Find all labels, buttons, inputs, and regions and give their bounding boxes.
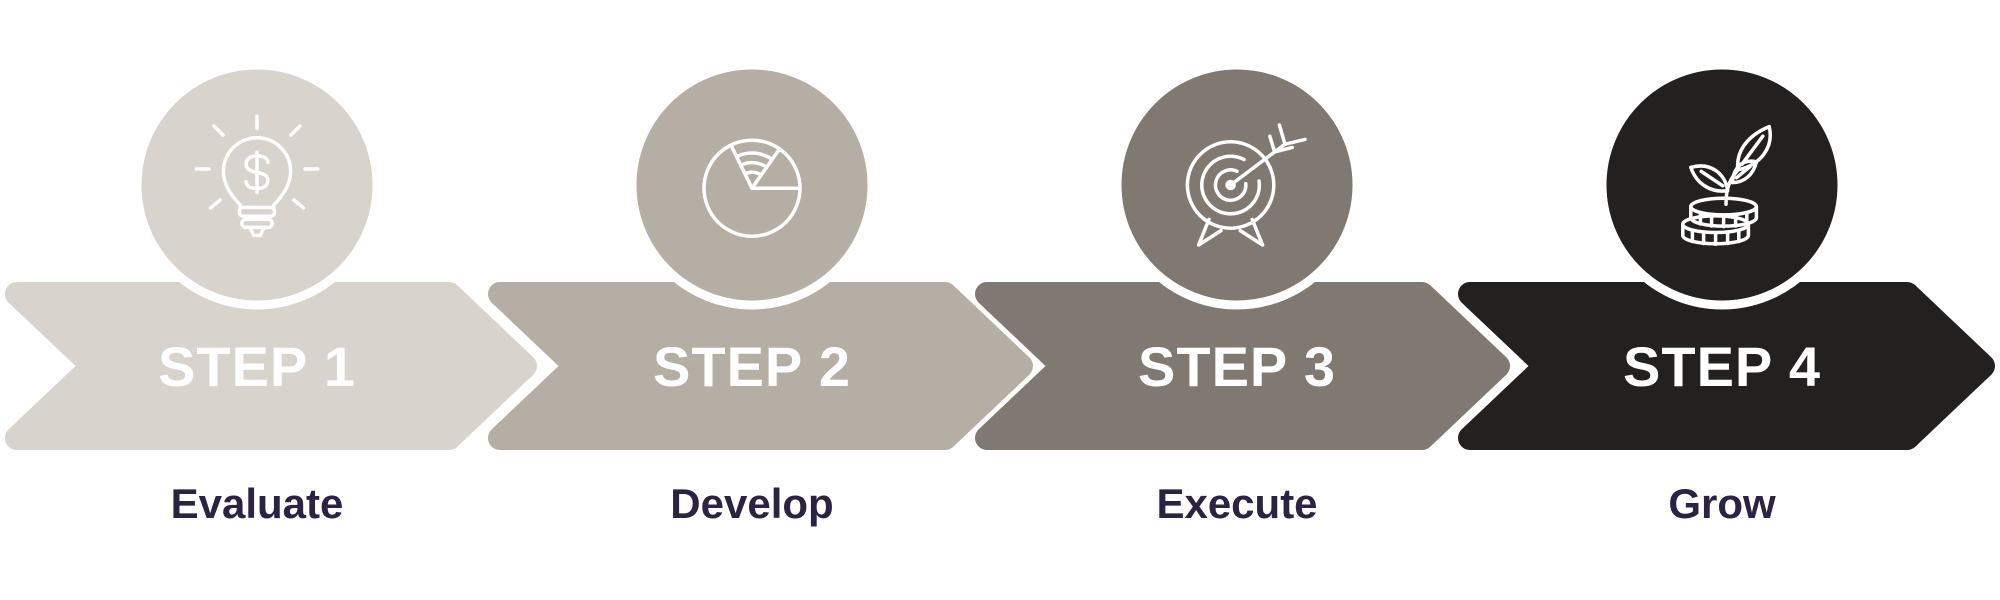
step-number-label: STEP 1 [158, 334, 356, 398]
step-number-label: STEP 2 [653, 334, 851, 398]
step-4-band [1458, 282, 1995, 450]
step-name-label: Grow [1668, 480, 1776, 527]
pie-chart-icon [702, 138, 802, 238]
step-1-band [5, 282, 537, 450]
step-item-4: STEP 4 Grow [1472, 0, 1972, 600]
step-number-label: STEP 4 [1623, 334, 1821, 398]
step-name-label: Develop [670, 480, 834, 527]
step-name-label: Evaluate [170, 480, 344, 527]
step-name-label: Execute [1156, 480, 1318, 527]
step-3-band [975, 282, 1510, 450]
step-3-circle [1112, 60, 1362, 310]
step-2-band [488, 282, 1033, 450]
coins-plant-icon [1681, 124, 1772, 246]
step-item-3: STEP 3 Execute [987, 0, 1487, 600]
step-item-2: STEP 2 Develop [502, 0, 1002, 600]
step-item-1: STEP 1 Evaluate [7, 0, 507, 600]
target-arrow-icon [1185, 123, 1307, 247]
lightbulb-dollar-icon [194, 114, 320, 238]
step-number-label: STEP 3 [1138, 334, 1336, 398]
